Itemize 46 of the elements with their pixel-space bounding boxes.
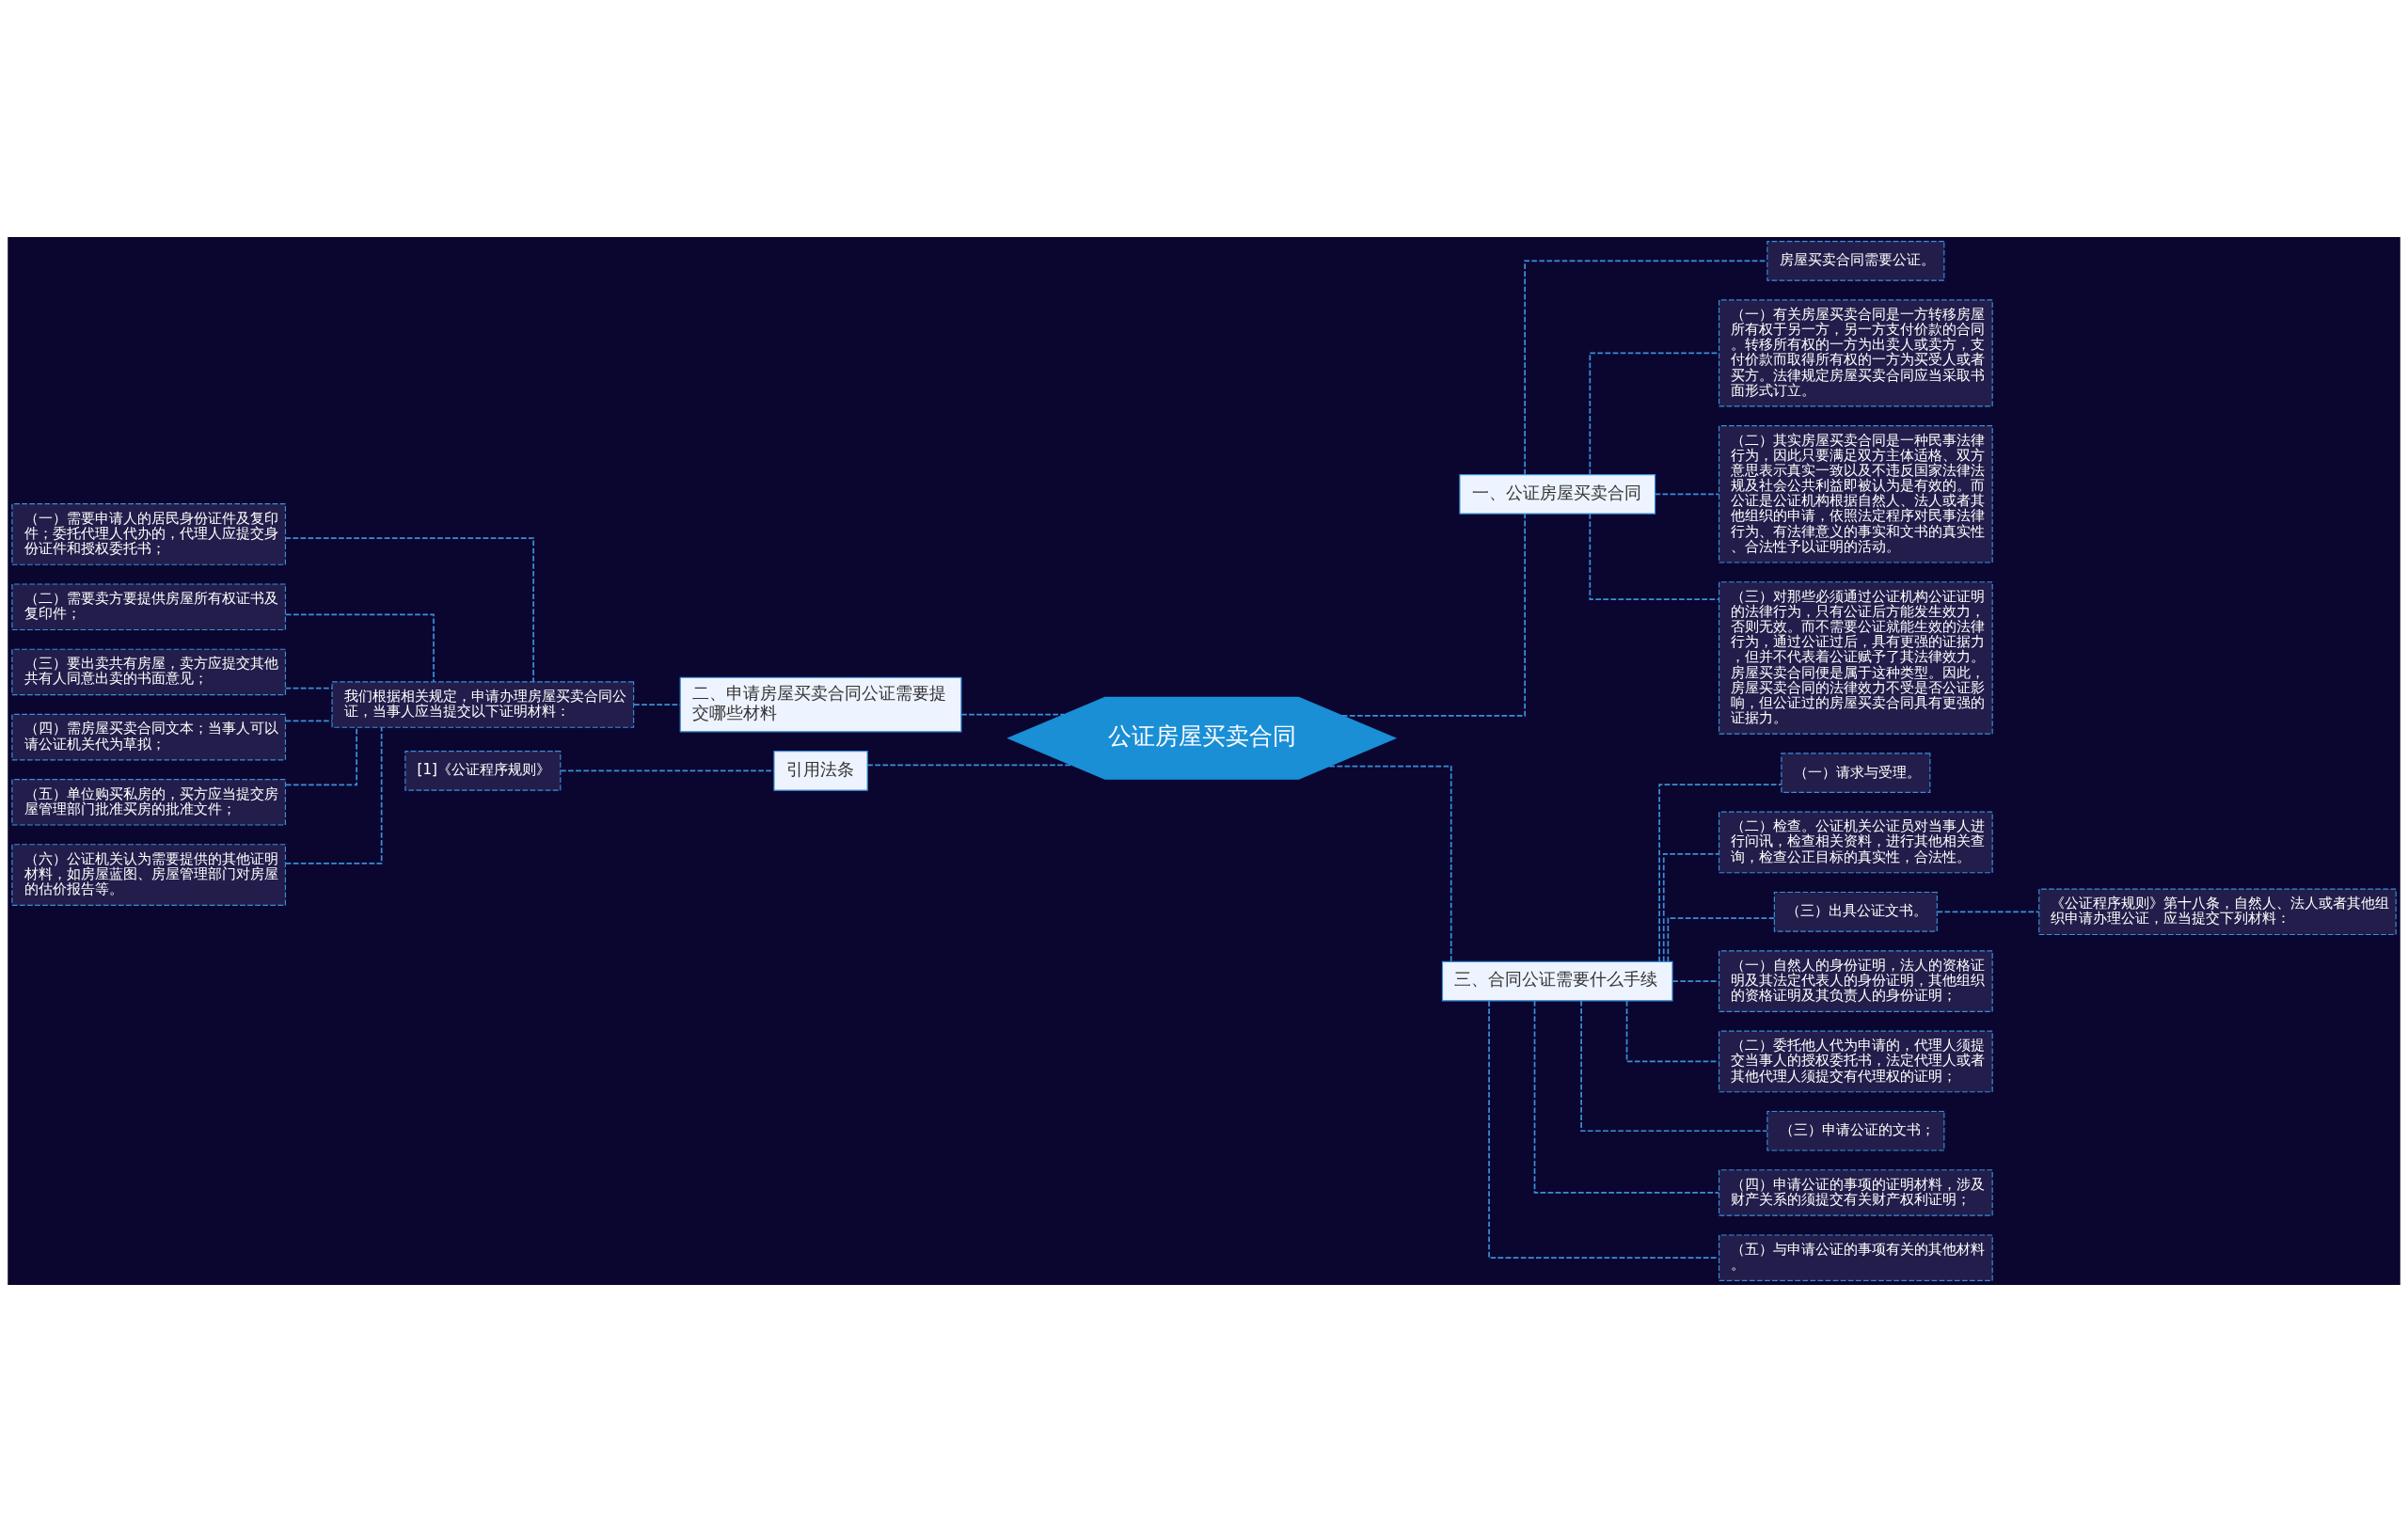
node-box: （一）需要申请人的居民身份证件及复印件；委托代理人代办的，代理人应提交身份证件和授权委托书； (11, 503, 287, 565)
node-box: （一）有关房屋买卖合同是一方转移房屋所有权于另一方，另一方支付价款的合同。转移所有权的一方为出卖人或卖方，支付价款而取得所有权的一方为买受人或者买方。法律规定房屋买卖合同应当采取书面形式订立。 (1719, 299, 1993, 407)
connector (284, 726, 357, 786)
node-box: （三）对那些必须通过公证机构公证证明的法律行为，只有公证后方能发生效力，否则无效。而不需要公证就能生效的法律行为，通过公证过后，具有更强的证据力，但并不代表着公证赋予了其法律效力。房屋买卖合同便是属于这种类型。因此，房屋买卖合同的法律效力不受是否公证影响，但公证过的房屋买卖合同具有更强的证据力。 (1719, 581, 1993, 735)
node-box: （一）请求与受理。 (1781, 753, 1931, 793)
node-box: [1]《公证程序规则》 (404, 751, 562, 791)
node-box: （六）公证机关认为需要提供的其他证明材料，如房屋蓝图、房屋管理部门对房屋的估价报告等。 (11, 844, 287, 906)
connector (1488, 1000, 1720, 1260)
connector (1533, 1000, 1719, 1194)
node-box: （三）出具公证文书。 (1773, 891, 1938, 932)
node-box: 房屋买卖合同需要公证。 (1766, 241, 1945, 281)
node-box: 《公证程序规则》第十八条，自然人、法人或者其他组织申请办理公证，应当提交下列材料： (2038, 888, 2397, 936)
connector (960, 713, 1066, 716)
node-box: 引用法条 (773, 751, 868, 791)
connector (1328, 765, 1452, 962)
connector (560, 769, 775, 772)
connector (284, 613, 435, 683)
node-box: 三、合同公证需要什么手续 (1441, 960, 1673, 1002)
node-box: 二、申请房屋买卖合同公证需要提交哪些材料 (679, 676, 962, 733)
node-box: 一、公证房屋买卖合同 (1459, 473, 1656, 515)
node-box: （二）需要卖方要提供房屋所有权证书及复印件； (11, 583, 287, 631)
connector (866, 764, 1073, 767)
node-box: （二）检查。公证机关公证员对当事人进行问讯，检查相关资料，进行其他相关查询，检查公正目标的真实性，合法性。 (1719, 811, 1993, 874)
connector (1936, 911, 2040, 913)
connector (284, 726, 383, 864)
node-box: 我们根据相关规定，申请办理房屋买卖合同公证，当事人应当提交以下证明材料： (331, 681, 635, 728)
connector (633, 704, 681, 706)
connector (284, 720, 333, 722)
connector (1654, 493, 1720, 496)
node-box: （四）申请公证的事项的证明材料，涉及财产关系的须提交有关财产权利证明； (1719, 1169, 1993, 1216)
connector (1658, 784, 1782, 963)
node-box: （五）与申请公证的事项有关的其他材料。 (1719, 1234, 1993, 1281)
connector (284, 687, 333, 690)
node-box: （二）委托他人代为申请的，代理人须提交当事人的授权委托书，法定代理人或者其他代理人须提交有代理权的证明； (1719, 1030, 1993, 1093)
node-box: （五）单位购买私房的，买方应当提交房屋管理部门批准买房的批准文件； (11, 779, 287, 826)
node-box: （三）申请公证的文书； (1766, 1110, 1945, 1151)
connector (1667, 917, 1776, 963)
connector (1662, 852, 1720, 963)
connector (1580, 1000, 1768, 1133)
node-box: （二）其实房屋买卖合同是一种民事法律行为，因此只要满足双方主体适格、双方意思表示真实一致以及不违反国家法律法规及社会公共利益即被认为是有效的。而公证是公证机构根据自然人、法人或者其他组织的申请，依照法定程序对民事法律行为、有法律意义的事实和文书的真实性、合法性予以证明的活动。 (1719, 425, 1993, 563)
node-box: （三）要出卖共有房屋，卖方应提交其他共有人同意出卖的书面意见； (11, 648, 287, 696)
node-box: （四）需房屋买卖合同文本；当事人可以请公证机关代为草拟； (11, 713, 287, 761)
connector (1340, 513, 1526, 717)
node-box: （一）自然人的身份证明，法人的资格证明及其法定代表人的身份证明，其他组织的资格证明及其负责人的身份证明； (1719, 950, 1993, 1012)
connector (1589, 513, 1720, 601)
connector (284, 537, 534, 683)
